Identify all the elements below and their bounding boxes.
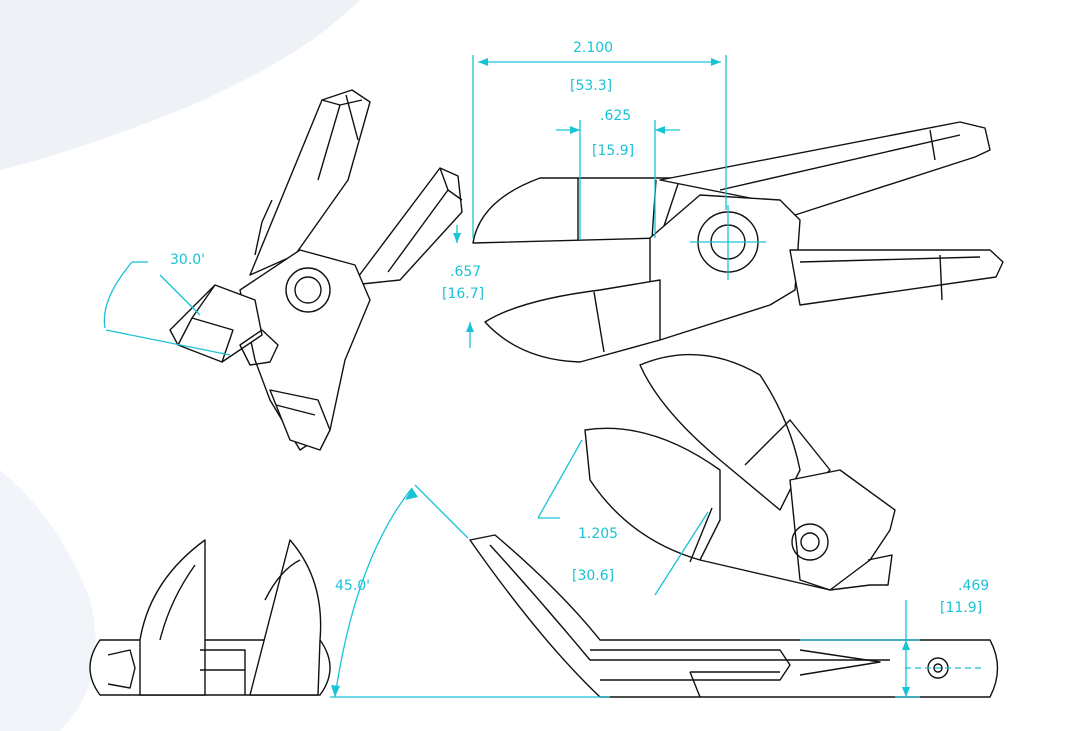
- jaw-opening-inch: .657: [450, 264, 481, 280]
- thickness-mm: [11.9]: [940, 600, 982, 616]
- blade-length-mm: [30.6]: [572, 568, 614, 584]
- blade-width-mm: [15.9]: [592, 143, 634, 159]
- cutter-top-view: [469, 534, 999, 698]
- thickness-inch: .469: [958, 578, 989, 594]
- blade-width-inch: .625: [600, 108, 631, 124]
- cutter-side-view: [472, 121, 1004, 363]
- background-shading: [0, 0, 360, 731]
- angle-bottom: 45.0': [335, 578, 370, 594]
- cutter-front-view: [89, 539, 331, 696]
- blade-length-inch: 1.205: [578, 526, 618, 542]
- overall-length-inch: 2.100: [573, 40, 613, 56]
- angle-top-left: 30.0': [170, 252, 205, 268]
- cutter-perspective-view: [584, 353, 896, 591]
- dimension-labels: 2.100 [53.3] .625 [15.9] .657 [16.7] 30.…: [170, 40, 989, 616]
- overall-length-mm: [53.3]: [570, 78, 612, 94]
- jaw-opening-mm: [16.7]: [442, 286, 484, 302]
- dimension-lines: [103, 55, 985, 698]
- cutter-angled-view: [169, 89, 463, 451]
